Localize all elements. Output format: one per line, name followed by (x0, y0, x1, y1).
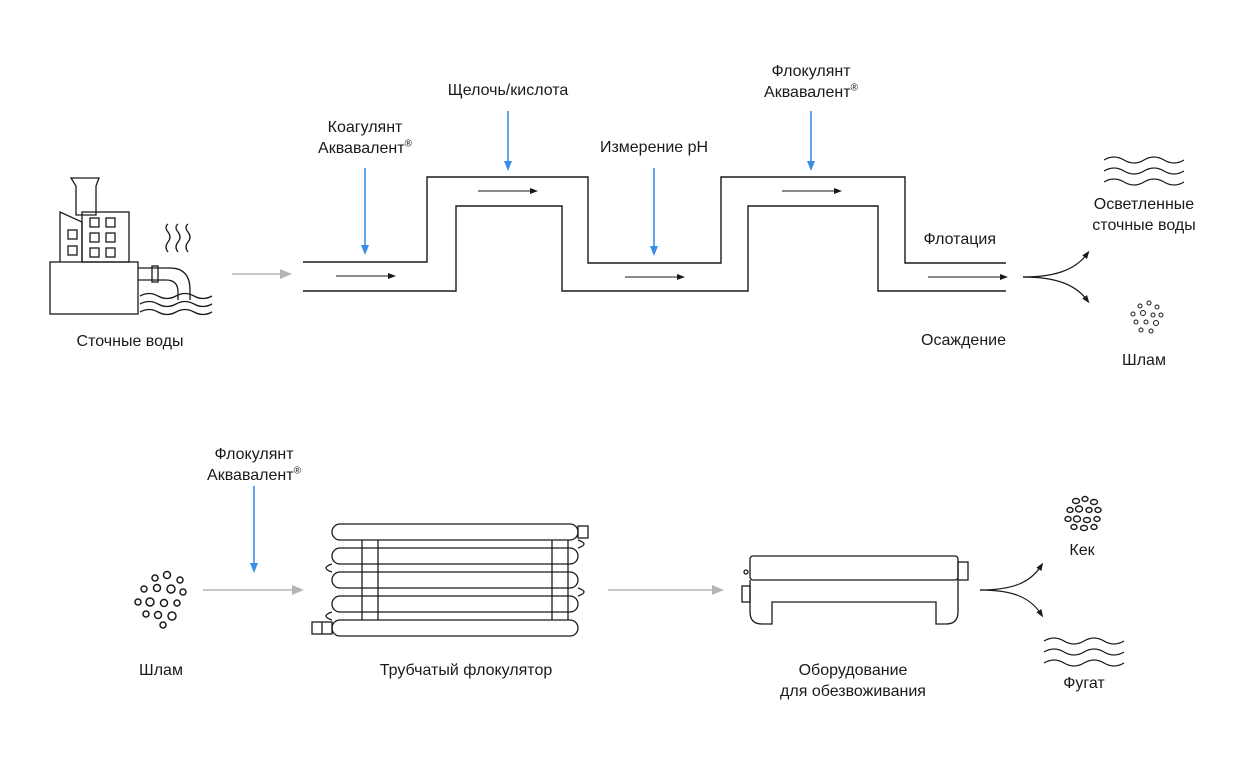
cake-icon (1064, 495, 1102, 532)
coagulant-label: Коагулянт Аквавалент® (318, 117, 412, 159)
source-wastewater-label: Сточные воды (76, 333, 184, 350)
flocculant-bottom-brand: Аквавалент (207, 467, 294, 484)
flocculant-label-line2: Аквавалент® (764, 82, 858, 103)
sludge-particles-icon (1130, 300, 1164, 334)
clarified-water-label: Осветленные сточные воды (1092, 194, 1195, 236)
flocculant-label-top: Флокулянт Аквавалент® (764, 61, 858, 103)
flocculant-brand: Аквавалент (764, 84, 851, 101)
clarified-water-icon (1103, 156, 1185, 186)
registered-mark: ® (404, 138, 412, 150)
dewatering-label-line2: для обезвоживания (780, 683, 926, 700)
tube-flocculator-label: Трубчатый флокулятор (379, 662, 553, 679)
dewatering-equipment-icon (741, 555, 969, 625)
flotation-label: Флотация (923, 231, 996, 248)
flocculant-label-bottom: Флокулянт Аквавалент® (207, 444, 301, 486)
coagulant-label-line2: Аквавалент® (318, 138, 412, 159)
flocculant-bottom-line2: Аквавалент® (207, 465, 301, 486)
treatment-channel (303, 176, 1006, 292)
sedimentation-label: Осаждение (921, 332, 1006, 349)
coagulant-brand: Аквавалент (318, 140, 405, 157)
cake-label: Кек (1069, 542, 1095, 559)
sludge-icon (134, 570, 187, 629)
filtrate-icon (1043, 637, 1125, 667)
split-arrows-bottom (979, 562, 1044, 618)
tube-flocculator-icon (311, 523, 589, 637)
clarified-label-line1: Осветленные (1093, 196, 1195, 213)
dewatering-label: Оборудование для обезвоживания (780, 660, 926, 702)
filtrate-label: Фугат (1063, 675, 1105, 692)
dewatering-label-line1: Оборудование (798, 662, 908, 679)
flocculant-bottom-line1: Флокулянт (214, 446, 294, 463)
split-arrows-top (1022, 250, 1090, 304)
coagulant-label-line1: Коагулянт (327, 119, 403, 136)
registered-mark: ® (293, 465, 301, 477)
flocculant-label-line1: Флокулянт (771, 63, 851, 80)
sludge-label-bottom: Шлам (139, 662, 183, 679)
alkali-acid-label: Щелочь/кислота (447, 82, 569, 99)
sludge-label-top: Шлам (1122, 352, 1166, 369)
ph-measure-label: Измерение pH (599, 139, 709, 156)
factory-icon (49, 177, 213, 316)
clarified-label-line2: сточные воды (1092, 217, 1196, 234)
channel-flow-arrows (336, 188, 1008, 280)
registered-mark: ® (850, 82, 858, 94)
